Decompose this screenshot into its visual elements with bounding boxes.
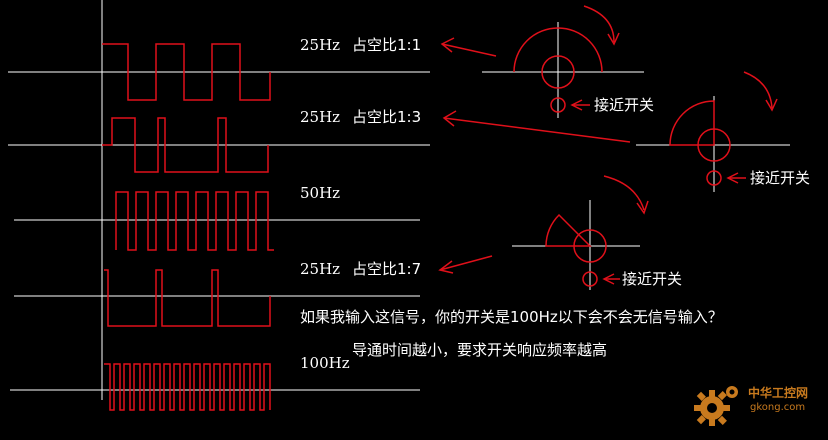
- signal-3-freq: 50Hz: [300, 184, 341, 202]
- waveform-25hz-duty-1-1: [102, 43, 271, 101]
- waveform-25hz-duty-1-3: [102, 117, 269, 173]
- signal-4-duty: 占空比1:7: [352, 260, 422, 278]
- signal-1-freq: 25Hz: [300, 36, 341, 54]
- arrow-to-signal-4: [439, 255, 493, 271]
- waveform-25hz-duty-1-7: [104, 269, 271, 327]
- rotating-disc-1: [482, 5, 644, 118]
- answer-text: 导通时间越小，要求开关响应频率越高: [352, 341, 608, 359]
- signal-2-freq: 25Hz: [300, 108, 341, 126]
- rotating-disc-2: [636, 71, 790, 192]
- arrow-to-signal-1: [441, 43, 497, 57]
- gear-icon: [694, 386, 738, 426]
- rotating-disc-3: [512, 175, 649, 290]
- arrow-to-signal-2: [443, 117, 631, 143]
- watermark-text-cn: 中华工控网: [748, 386, 809, 400]
- waveform-50hz: [115, 191, 274, 251]
- question-text: 如果我输入这信号，你的开关是100Hz以下会不会无信号输入？: [300, 308, 723, 326]
- sensor-3-label: 接近开关: [622, 270, 683, 288]
- arrowhead-4: [438, 260, 454, 274]
- watermark-logo: 中华工控网 gkong.com: [688, 378, 828, 438]
- sensor-2-label: 接近开关: [750, 169, 811, 187]
- signal-5-freq: 100Hz: [300, 354, 350, 372]
- signal-1-duty: 占空比1:1: [352, 36, 422, 54]
- signal-2-duty: 占空比1:3: [352, 108, 422, 126]
- watermark-text-domain: gkong.com: [750, 402, 806, 413]
- sensor-1-label: 接近开关: [594, 96, 655, 114]
- signal-4-freq: 25Hz: [300, 260, 341, 278]
- arrowhead-1: [440, 37, 455, 53]
- waveform-100hz: [104, 363, 271, 411]
- arrowhead-2: [442, 110, 457, 127]
